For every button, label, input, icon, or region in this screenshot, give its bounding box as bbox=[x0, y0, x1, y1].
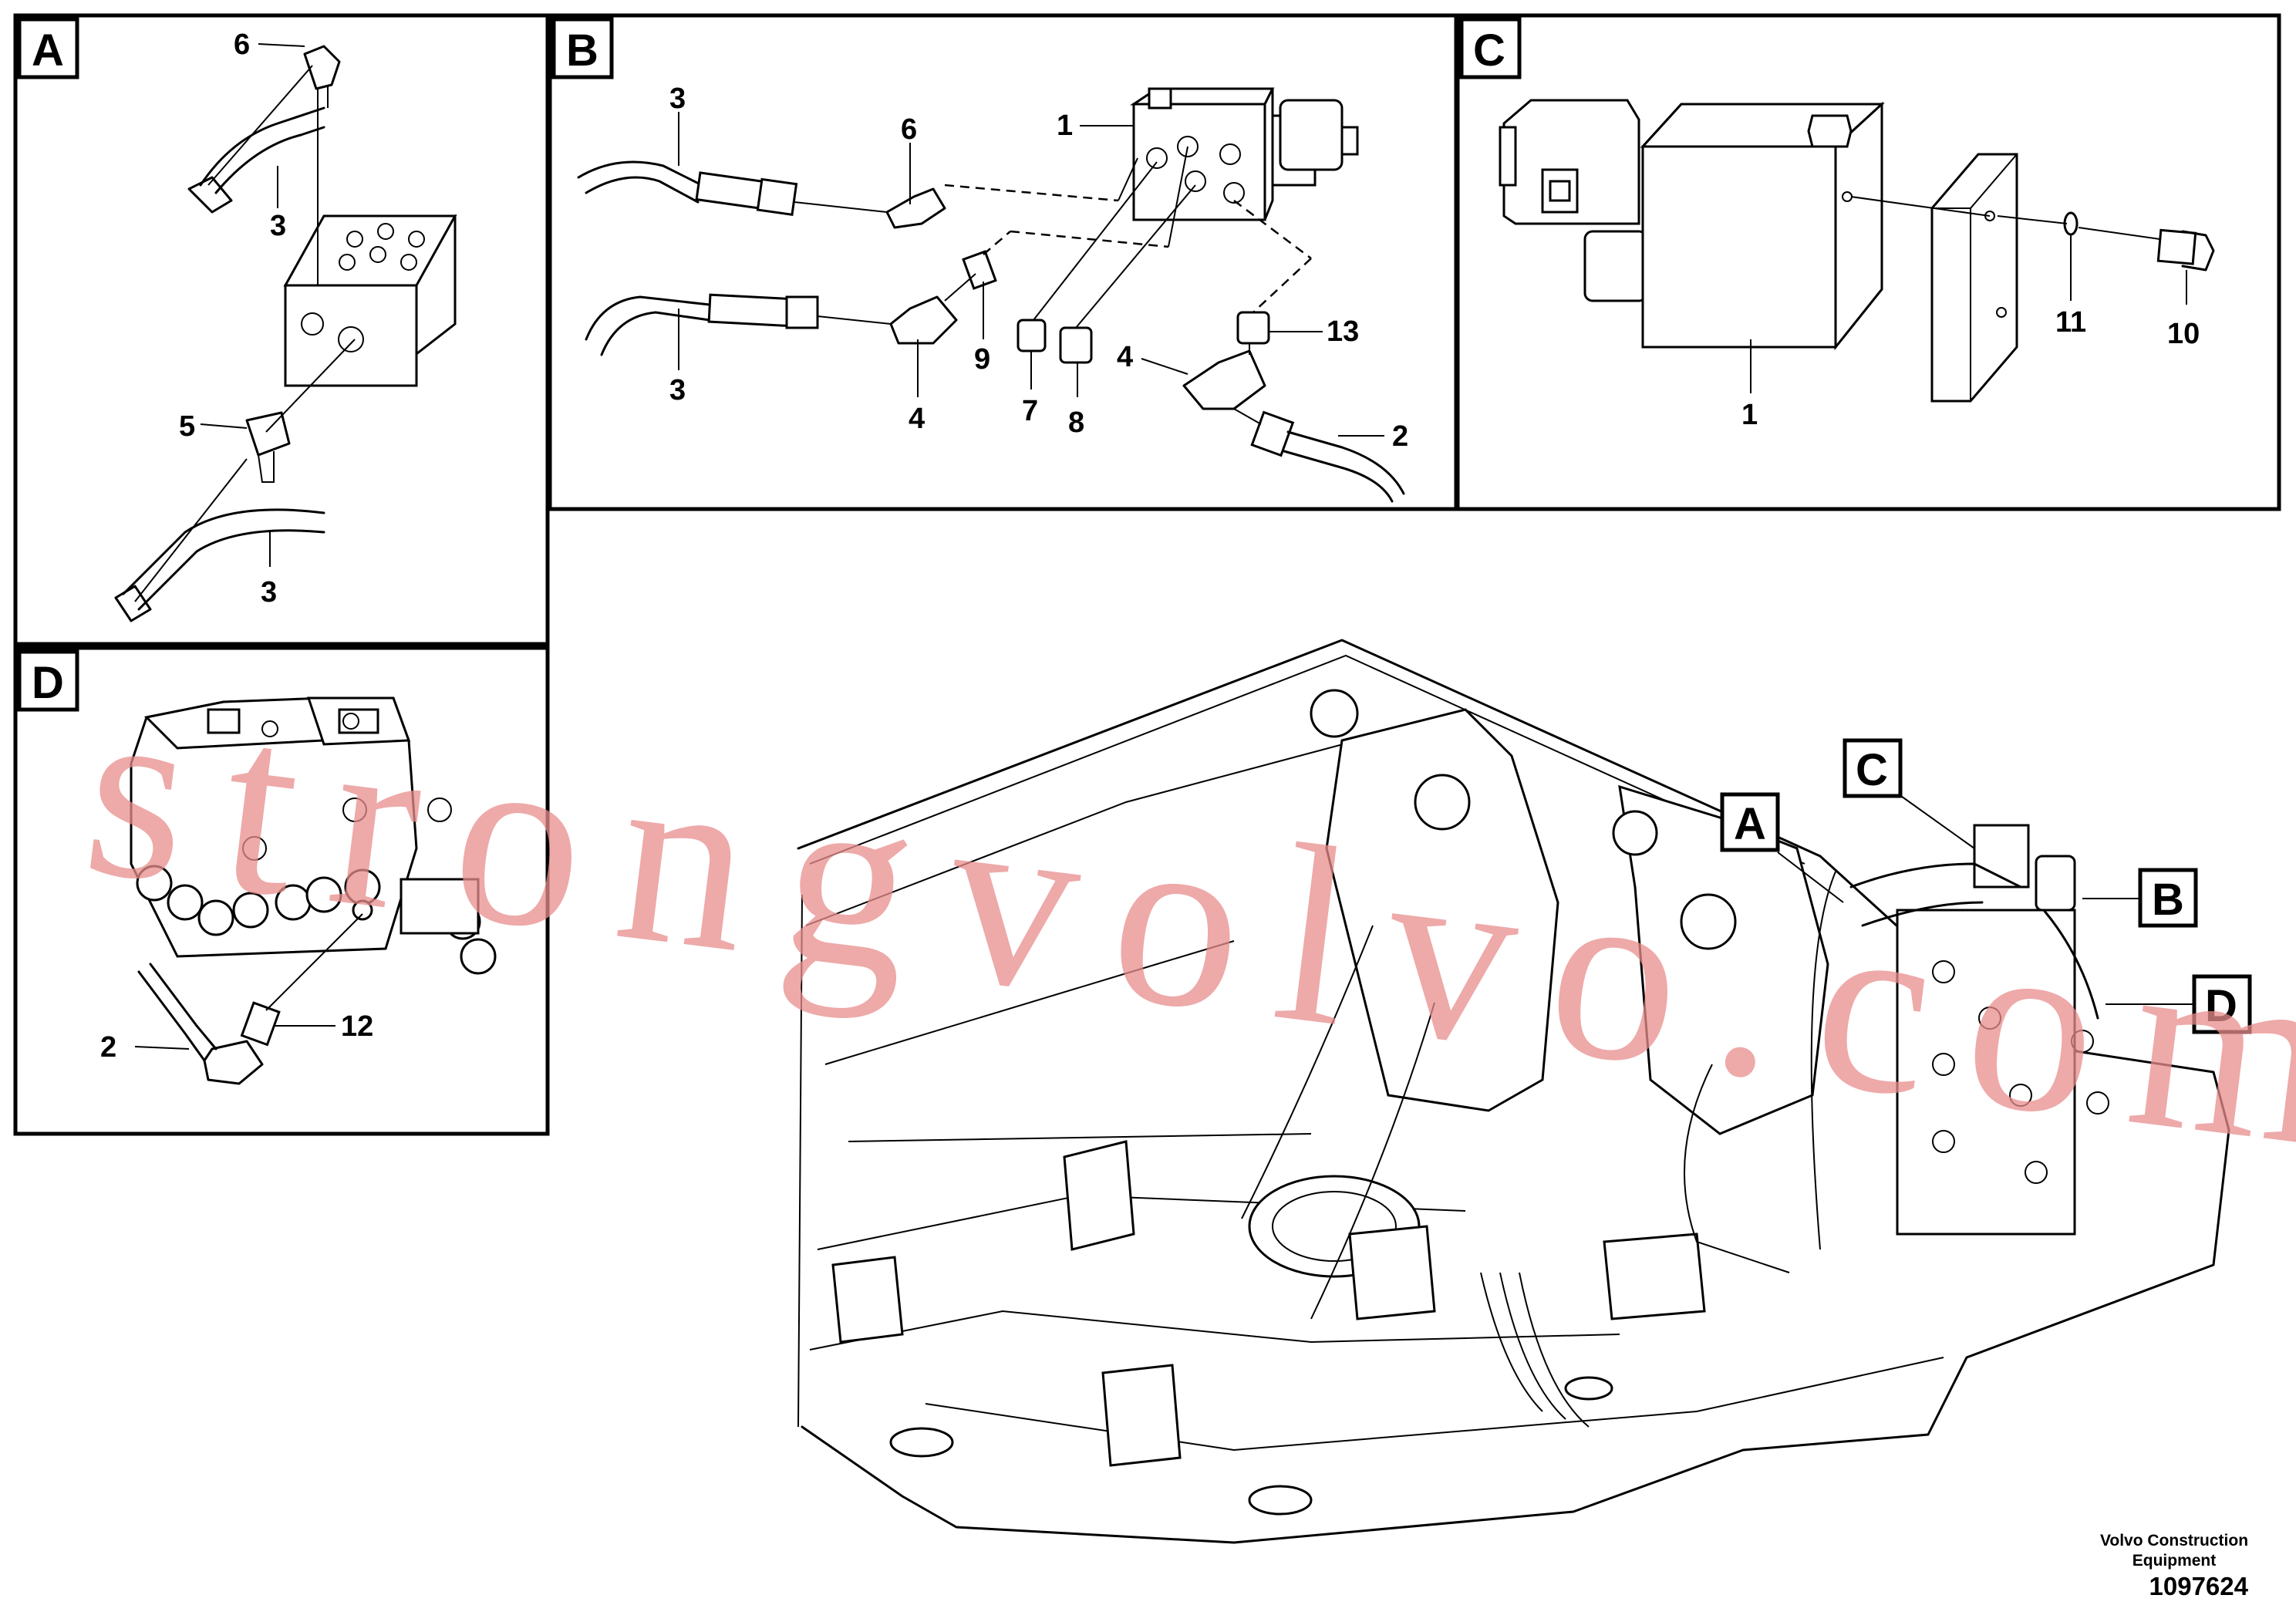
callout-a-3-top: 3 bbox=[270, 210, 286, 242]
panel-a: A 6 3 5 bbox=[13, 13, 550, 646]
svg-text:C: C bbox=[1856, 745, 1888, 795]
panel-d-control-valve bbox=[130, 696, 497, 975]
panel-a-tag-box bbox=[17, 17, 79, 79]
callout-c-11: 11 bbox=[2055, 306, 2086, 339]
panel-b-tag-box bbox=[551, 17, 614, 79]
callout-b-3-bottom: 3 bbox=[669, 374, 686, 406]
panel-c-tag-box bbox=[1459, 17, 1522, 79]
panel-c: C 1 11 bbox=[1455, 13, 2281, 511]
panel-a-valve-block bbox=[283, 214, 457, 387]
overview-tag-a: A bbox=[1720, 792, 1844, 903]
panel-c-solenoid-valve bbox=[1499, 99, 1885, 351]
callout-b-1: 1 bbox=[1057, 110, 1073, 142]
panel-d: D 2 12 bbox=[13, 646, 550, 1136]
overview-frame bbox=[797, 639, 2230, 1544]
callout-d-2: 2 bbox=[100, 1031, 116, 1064]
callout-c-10: 10 bbox=[2167, 318, 2200, 350]
overview-tag-b: B bbox=[2082, 868, 2198, 928]
footer-doc-number: 1097624 bbox=[2149, 1572, 2248, 1600]
callout-b-3-top: 3 bbox=[669, 83, 686, 115]
svg-text:A: A bbox=[1734, 799, 1766, 849]
footer-company: Volvo Construction Equipment bbox=[2099, 1532, 2249, 1570]
panel-b: B bbox=[548, 13, 1458, 511]
overview-control-valve bbox=[1849, 824, 2109, 1236]
callout-a-6: 6 bbox=[234, 29, 250, 61]
callout-b-6: 6 bbox=[901, 113, 917, 146]
overview-tag-c: C bbox=[1843, 738, 1975, 849]
callout-a-3-bottom: 3 bbox=[261, 576, 277, 609]
callout-b-2: 2 bbox=[1392, 420, 1408, 453]
panel-d-tag: D bbox=[32, 658, 64, 708]
panel-b-valve-block bbox=[1130, 87, 1359, 221]
svg-text:B: B bbox=[2152, 875, 2184, 925]
callout-d-12: 12 bbox=[341, 1010, 373, 1043]
callout-b-4-left: 4 bbox=[909, 403, 925, 435]
panel-b-tag: B bbox=[566, 25, 598, 76]
overview-tag-d: D bbox=[2106, 974, 2252, 1034]
callout-b-4-right: 4 bbox=[1117, 341, 1133, 373]
callout-b-7: 7 bbox=[1022, 395, 1038, 427]
panel-c-tag: C bbox=[1473, 25, 1505, 76]
callout-c-1: 1 bbox=[1741, 399, 1758, 431]
panel-a-tag: A bbox=[32, 25, 64, 76]
panel-d-tag-box bbox=[17, 649, 79, 712]
callout-b-13: 13 bbox=[1327, 315, 1359, 348]
callout-a-5: 5 bbox=[179, 410, 195, 443]
callout-b-8: 8 bbox=[1068, 406, 1084, 439]
svg-text:D: D bbox=[2205, 981, 2237, 1031]
callout-b-9: 9 bbox=[974, 343, 990, 376]
